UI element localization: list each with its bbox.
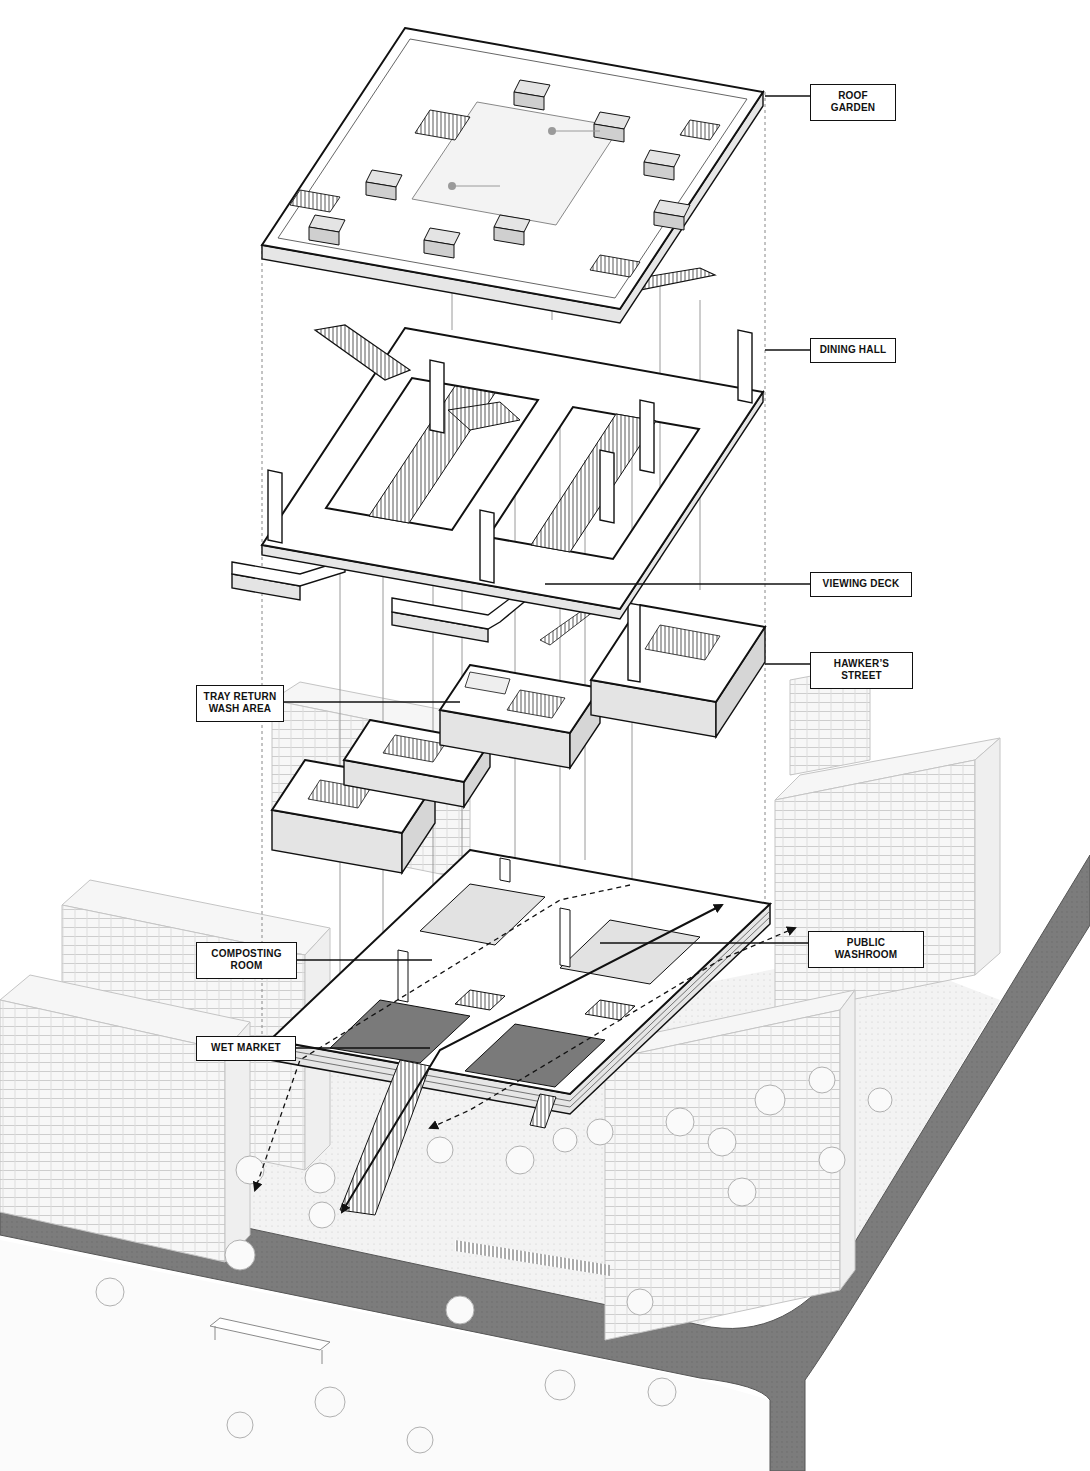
trees [96,1067,892,1453]
circulation-arrows [255,885,795,1212]
dining-hall-level [262,268,763,619]
label-text: PUBLIC WASHROOM [815,937,917,961]
label-text: WET MARKET [203,1042,289,1054]
label-text: TRAY RETURN WASH AREA [203,691,277,715]
label-box: COMPOSTING ROOM [196,942,297,979]
label-text: COMPOSTING ROOM [203,948,290,972]
hawker-street-level [272,603,765,873]
label-text: DINING HALL [817,344,889,356]
label-box: WET MARKET [196,1036,296,1061]
label-text: VIEWING DECK [817,578,905,590]
label-text: ROOF GARDEN [817,90,889,114]
label-box: VIEWING DECK [810,572,912,597]
housing-blocks [0,665,1000,1340]
label-box: PUBLIC WASHROOM [808,931,924,968]
label-text: HAWKER’S STREET [817,658,906,682]
shelter-and-fence [210,1240,610,1364]
roof-garden-level [262,28,763,323]
label-box: HAWKER’S STREET [810,652,913,689]
leader-lines [284,96,810,1048]
label-box: ROOF GARDEN [810,84,896,121]
label-box: TRAY RETURN WASH AREA [196,685,284,722]
label-box: DINING HALL [810,338,896,363]
